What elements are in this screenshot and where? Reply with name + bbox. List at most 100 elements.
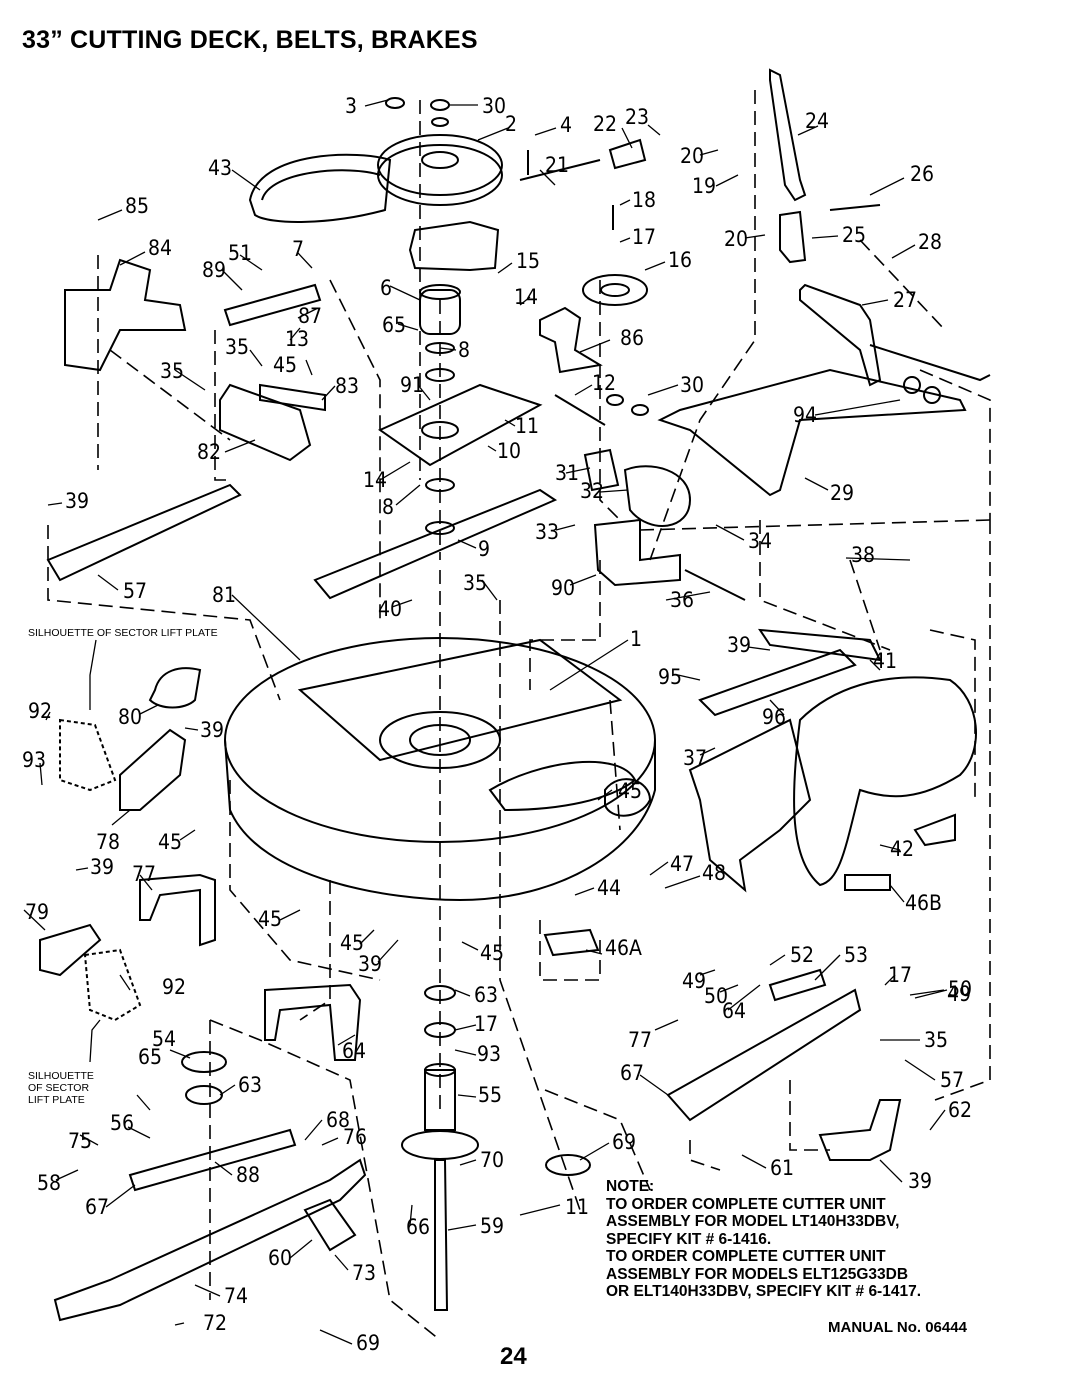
callout-number: 35 xyxy=(160,359,184,383)
callout-number: 75 xyxy=(68,1129,92,1153)
note-line: ASSEMBLY FOR MODEL LT140H33DBV, xyxy=(606,1213,900,1230)
callout-number: 46B xyxy=(905,891,942,915)
callout-number: 39 xyxy=(90,855,114,879)
callout-number: 45 xyxy=(258,907,282,931)
callout-number: 11 xyxy=(565,1195,589,1219)
callout-number: 56 xyxy=(110,1111,134,1135)
callout-number: 63 xyxy=(474,983,498,1007)
callout-number: 68 xyxy=(326,1108,350,1132)
callout-number: 23 xyxy=(625,105,649,129)
callout-number: 79 xyxy=(25,900,49,924)
callout-number: 74 xyxy=(224,1284,248,1308)
silhouette-label-lower: SILHOUETTE OF SECTOR LIFT PLATE xyxy=(28,1070,94,1106)
callout-number: 60 xyxy=(268,1246,292,1270)
silhouette-label-upper: SILHOUETTE OF SECTOR LIFT PLATE xyxy=(28,627,218,639)
callout-number: 15 xyxy=(516,249,540,273)
callout-number: 22 xyxy=(593,112,617,136)
callout-number: 64 xyxy=(342,1039,366,1063)
callout-number: 20 xyxy=(724,227,748,251)
callout-number: 4 xyxy=(560,113,572,137)
ordering-note: NOTE: TO ORDER COMPLETE CUTTER UNIT ASSE… xyxy=(606,1178,921,1301)
leader-lines xyxy=(23,99,948,1345)
callout-number: 51 xyxy=(228,241,252,265)
callout-number: 45 xyxy=(340,931,364,955)
callout-number: 92 xyxy=(28,699,52,723)
callout-number: 24 xyxy=(805,109,829,133)
blade-spindle-group xyxy=(53,985,591,1322)
callout-number: 86 xyxy=(620,326,644,350)
callout-number: 49 xyxy=(947,982,971,1006)
cutting-deck-housing xyxy=(224,637,656,902)
callout-number: 31 xyxy=(555,461,579,485)
callout-number: 55 xyxy=(478,1083,502,1107)
callout-number: 72 xyxy=(203,1311,227,1335)
callout-number: 59 xyxy=(480,1214,504,1238)
right-side-group xyxy=(543,628,977,1161)
callout-number: 67 xyxy=(85,1195,109,1219)
callout-number: 94 xyxy=(793,403,817,427)
callout-number: 26 xyxy=(910,162,934,186)
callout-number: 8 xyxy=(458,338,470,362)
note-line: OR ELT140H33DBV, SPECIFY KIT # 6-1417. xyxy=(606,1283,922,1300)
callout-number: 69 xyxy=(356,1331,380,1355)
callout-number: 63 xyxy=(238,1073,262,1097)
callout-number: 61 xyxy=(770,1156,794,1180)
callout-number: 30 xyxy=(482,94,506,118)
callout-number: 39 xyxy=(200,718,224,742)
callout-number: 8 xyxy=(382,495,394,519)
callout-number: 12 xyxy=(592,371,616,395)
callout-number: 11 xyxy=(515,414,539,438)
callout-number: 13 xyxy=(285,327,309,351)
callout-number: 93 xyxy=(22,748,46,772)
manual-number: MANUAL No. 06444 xyxy=(828,1319,967,1336)
callout-number: 34 xyxy=(748,529,772,553)
idler-assembly-group xyxy=(313,138,746,601)
callout-number: 58 xyxy=(37,1171,61,1195)
callout-number: 6 xyxy=(380,276,392,300)
callout-number: 50 xyxy=(704,984,728,1008)
callout-number: 83 xyxy=(335,374,359,398)
callout-number: 41 xyxy=(873,649,897,673)
callout-number: 90 xyxy=(551,576,575,600)
callout-number: 7 xyxy=(292,237,304,261)
callout-number: 64 xyxy=(722,999,746,1023)
callout-number: 45 xyxy=(158,830,182,854)
callout-number: 39 xyxy=(358,952,382,976)
callout-number: 76 xyxy=(343,1125,367,1149)
callout-number: 35 xyxy=(225,335,249,359)
callout-number: 1 xyxy=(630,627,642,651)
callout-number: 36 xyxy=(670,588,694,612)
callout-number: 20 xyxy=(680,144,704,168)
callout-number: 17 xyxy=(888,963,912,987)
callout-number: 17 xyxy=(474,1012,498,1036)
callout-number: 80 xyxy=(118,705,142,729)
callout-number: 65 xyxy=(382,313,406,337)
note-line: ASSEMBLY FOR MODELS ELT125G33DB xyxy=(606,1265,909,1283)
callout-number: 28 xyxy=(918,230,942,254)
callout-number: 95 xyxy=(658,665,682,689)
callout-number: 89 xyxy=(202,258,226,282)
callout-number: 53 xyxy=(844,943,868,967)
callout-number: 54 xyxy=(152,1027,176,1051)
callout-number: 32 xyxy=(580,479,604,503)
callout-number: 91 xyxy=(400,373,424,397)
callout-number: 57 xyxy=(123,579,147,603)
callout-number: 37 xyxy=(683,746,707,770)
note-heading: NOTE: xyxy=(606,1178,655,1195)
callout-number: 40 xyxy=(378,597,402,621)
callout-number: 84 xyxy=(148,236,172,260)
callout-number: 39 xyxy=(908,1169,932,1193)
callout-number: 29 xyxy=(830,481,854,505)
callout-number: 52 xyxy=(790,943,814,967)
callout-number: 9 xyxy=(478,537,490,561)
assembly-guide-lines xyxy=(47,90,991,1341)
callout-number: 39 xyxy=(727,633,751,657)
callout-number: 67 xyxy=(620,1061,644,1085)
note-line: TO ORDER COMPLETE CUTTER UNIT xyxy=(606,1248,886,1265)
callout-number: 35 xyxy=(924,1028,948,1052)
callout-number: 44 xyxy=(597,876,621,900)
callout-number: 16 xyxy=(668,248,692,272)
callout-number: 66 xyxy=(406,1215,430,1239)
callout-number: 35 xyxy=(463,571,487,595)
